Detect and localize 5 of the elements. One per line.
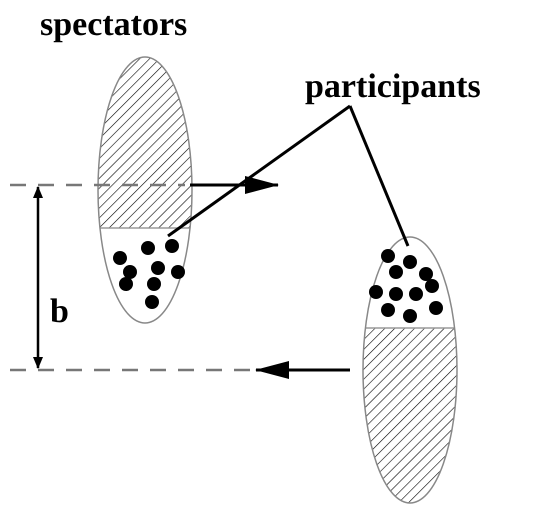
- leader-line: [167, 104, 351, 238]
- leader-line: [348, 105, 410, 247]
- dimension-label: b: [50, 295, 69, 329]
- callout-label: participants: [305, 68, 481, 105]
- part-label: spectators: [40, 8, 188, 42]
